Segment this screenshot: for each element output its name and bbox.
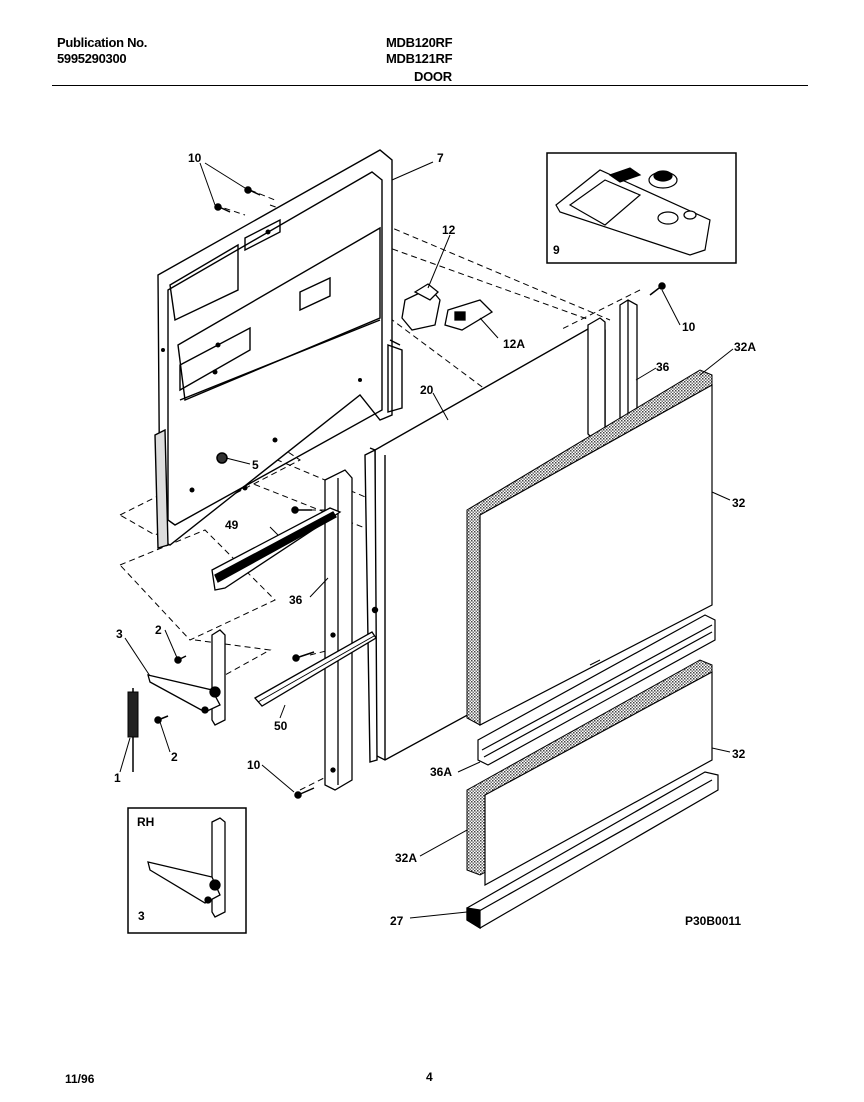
- footer-date: 11/96: [65, 1072, 95, 1086]
- door-hinge-3: [147, 629, 226, 726]
- callout-32-bottom: 32: [732, 747, 746, 761]
- callout-labels: 10 7 12 12A 9 10 32A 36 20 5 32 49 36 3 …: [114, 151, 756, 928]
- panel-32-top: [479, 383, 713, 726]
- callout-32a-top: 32A: [734, 340, 756, 354]
- panel-seam: [589, 659, 601, 666]
- callout-49: 49: [225, 518, 239, 532]
- publication-label: Publication No.: [57, 35, 148, 50]
- strip-50-line: [257, 635, 375, 703]
- screw-10-right: [649, 282, 666, 296]
- section-title: DOOR: [414, 69, 452, 84]
- leader-lines: [119, 161, 734, 919]
- rh-hinge: [147, 817, 226, 918]
- screw-10-top: [214, 186, 261, 213]
- inset-3-label: 3: [138, 909, 145, 923]
- drawing-number: P30B0011: [685, 914, 741, 928]
- callout-50: 50: [274, 719, 288, 733]
- footer-page-number: 4: [426, 1070, 433, 1084]
- callout-32a-bottom: 32A: [395, 851, 417, 865]
- callout-32-top: 32: [732, 496, 746, 510]
- panel-32-bottom: [484, 670, 713, 887]
- screws-2: [154, 655, 187, 724]
- dispenser-inset-frame: [546, 152, 737, 264]
- strip-49: [211, 507, 342, 591]
- callout-9: 9: [553, 243, 560, 257]
- callout-12: 12: [442, 223, 456, 237]
- detergent-dispenser: [555, 167, 711, 256]
- inner-door-frame: [154, 149, 403, 549]
- rh-inset-frame: [127, 807, 247, 934]
- callout-2-top: 2: [155, 623, 162, 637]
- latch-assembly: [401, 283, 494, 331]
- bottom-trim-27: [466, 771, 719, 930]
- callout-1: 1: [114, 771, 121, 785]
- model-number-2: MDB121RF: [386, 51, 453, 66]
- callout-36a: 36A: [430, 765, 452, 779]
- callout-12a: 12A: [503, 337, 525, 351]
- callout-36-top: 36: [656, 360, 670, 374]
- divider-strip-36a: [477, 614, 716, 766]
- callout-27: 27: [390, 914, 404, 928]
- callout-5: 5: [252, 458, 259, 472]
- model-number-1: MDB120RF: [386, 35, 453, 50]
- side-rail-36-left: [324, 469, 353, 791]
- callout-20: 20: [420, 383, 434, 397]
- callout-10-bottom: 10: [247, 758, 261, 772]
- spring-1: [127, 688, 139, 772]
- frame-holes: [161, 229, 362, 493]
- callout-7: 7: [437, 151, 444, 165]
- callout-2-bottom: 2: [171, 750, 178, 764]
- callout-3: 3: [116, 627, 123, 641]
- callout-36-mid: 36: [289, 593, 303, 607]
- inset-rh-label: RH: [137, 815, 154, 829]
- callout-10: 10: [188, 151, 202, 165]
- callout-10-right: 10: [682, 320, 696, 334]
- publication-number: 5995290300: [57, 51, 127, 66]
- header-rule: [52, 85, 808, 86]
- side-rail-36-right: [587, 299, 638, 439]
- screws-mid: [216, 452, 315, 799]
